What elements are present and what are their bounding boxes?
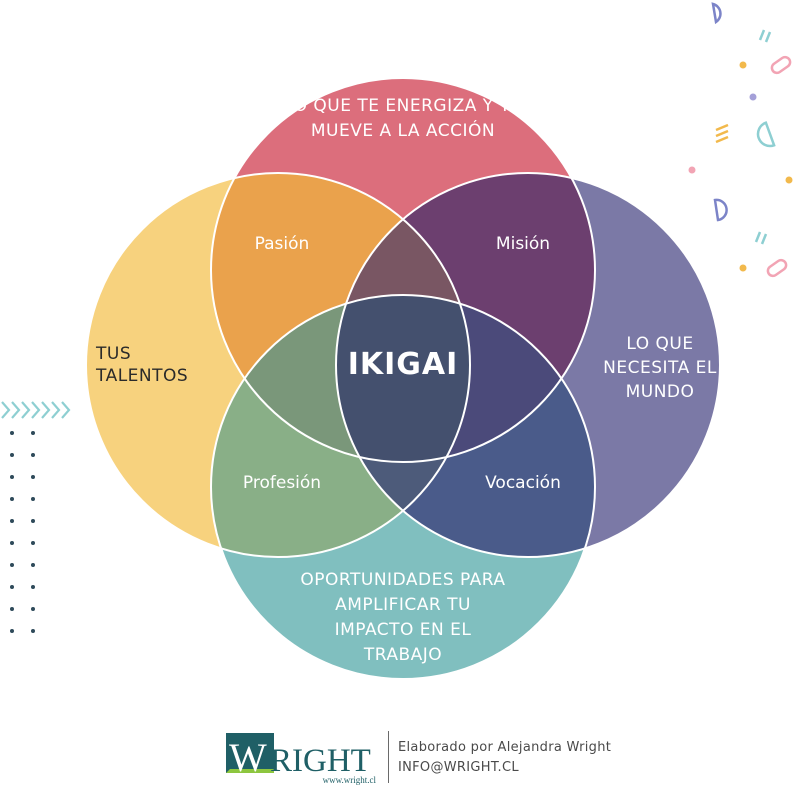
half-circle-shape: [713, 198, 728, 222]
logo-brand-text: RIGHT: [270, 743, 371, 779]
dash-shape: [758, 29, 766, 41]
pill-shape: [770, 55, 792, 75]
wright-logo: W RIGHT www.wright.cl: [226, 733, 377, 785]
dot-shape: [785, 176, 793, 184]
dot-shape: [739, 264, 747, 272]
outline-left: [85, 172, 471, 558]
chevron-decoration: [1, 401, 71, 419]
dash-shape: [760, 233, 768, 245]
dot-shape: [688, 166, 696, 174]
circle-bottom-label-line: AMPLIFICAR TU: [335, 595, 471, 615]
confetti-decoration: [688, 2, 793, 278]
ikigai-center-label: IKIGAI: [347, 347, 459, 382]
circle-top-label-line: MUEVE A LA ACCIÓN: [310, 121, 496, 141]
dash-shape: [715, 123, 729, 132]
half-circle-shape: [711, 2, 722, 25]
zone-mision-label: Misión: [495, 234, 551, 254]
circle-bottom-label-line: OPORTUNIDADES PARA: [300, 570, 506, 590]
pill-shape: [766, 258, 788, 278]
zone-bottom-left-top: [211, 295, 470, 462]
circle-left-label-line: TALENTOS: [96, 366, 189, 386]
logo-url-text: www.wright.cl: [323, 775, 377, 785]
circle-right-label-line: MUNDO: [625, 382, 695, 402]
dash-shape: [715, 129, 729, 138]
circle-left-label: TUS TALENTOS: [96, 343, 226, 387]
circle-right-label-line: NECESITA EL: [603, 358, 717, 378]
zone-vocacion-label: Vocación: [485, 473, 561, 493]
dot-grid-decoration: [10, 431, 35, 633]
dash-shape: [764, 31, 772, 43]
circle-left-label-line: TUS: [96, 344, 132, 364]
footer-divider: [388, 731, 389, 783]
circle-top-label-line: LO QUE TE ENERGIZA Y TE: [284, 96, 522, 116]
dot-shape: [749, 93, 757, 101]
half-circle-shape: [756, 121, 776, 148]
dash-shape: [715, 135, 729, 144]
zone-pasion-label: Pasión: [254, 234, 310, 254]
zone-bottom-left-right: [336, 295, 470, 557]
circle-right-label: LO QUE NECESITA EL MUNDO: [585, 332, 735, 404]
circle-bottom-label: OPORTUNIDADES PARA AMPLIFICAR TU IMPACTO…: [263, 568, 543, 668]
dash-shape: [754, 231, 762, 243]
dot-shape: [739, 61, 747, 69]
circle-right-label-line: LO QUE: [626, 334, 694, 354]
circle-bottom-label-line: TRABAJO: [363, 645, 443, 665]
circle-top-label: LO QUE TE ENERGIZA Y TE MUEVE A LA ACCIÓ…: [243, 94, 563, 144]
footer-email: INFO@WRIGHT.CL: [398, 760, 519, 775]
zone-profesion-label: Profesión: [242, 473, 322, 493]
footer-credit: Elaborado por Alejandra Wright: [398, 740, 612, 755]
outline-right: [335, 172, 721, 558]
logo-w-letter: W: [229, 735, 267, 780]
outline-bottom: [210, 294, 596, 680]
zone-bottom-right-top: [336, 295, 595, 462]
circle-bottom-label-line: IMPACTO EN EL: [334, 620, 472, 640]
outline-top: [210, 77, 596, 463]
